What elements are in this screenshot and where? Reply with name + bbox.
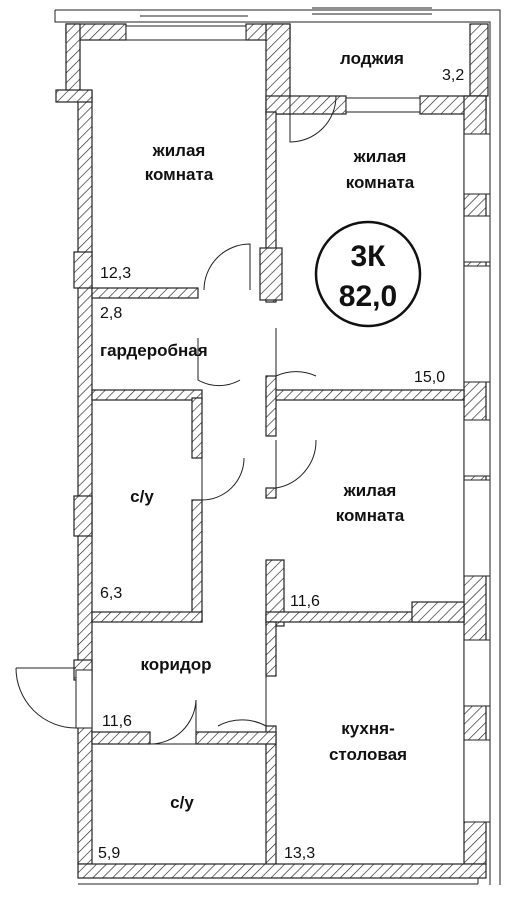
room-area: 2,8	[100, 305, 122, 322]
room-area: 11,6	[290, 593, 320, 610]
room-labels: лоджия 3,2 жилая комната 12,3 жилая комн…	[98, 49, 464, 862]
badge-total-area: 82,0	[339, 280, 397, 313]
room-name: столовая	[329, 745, 407, 764]
room-name: гардеробная	[100, 341, 208, 360]
room-count-badge: 3К 82,0	[314, 220, 422, 328]
door-kitchen	[217, 676, 267, 727]
room-area: 11,6	[102, 713, 132, 730]
room-name: коридор	[140, 655, 211, 674]
room-name: комната	[336, 506, 405, 525]
room-area: 12,3	[100, 265, 131, 282]
room-name: комната	[346, 173, 415, 192]
room-name: жилая	[353, 147, 407, 166]
door-bath2	[149, 699, 197, 745]
room-area: 5,9	[98, 845, 120, 862]
room-area: 15,0	[414, 369, 445, 386]
badge-rooms: 3К	[351, 240, 387, 273]
door-living2	[275, 328, 317, 377]
room-name: лоджия	[340, 49, 404, 68]
walls	[55, 23, 489, 879]
room-name: жилая	[152, 141, 206, 160]
room-name: жилая	[343, 481, 397, 500]
room-area: 3,2	[442, 67, 464, 84]
door-bath1	[201, 457, 245, 501]
room-name: с/у	[130, 487, 154, 506]
doors	[15, 95, 337, 745]
room-name: с/у	[170, 793, 194, 812]
entry-door	[15, 667, 77, 729]
room-name: комната	[145, 165, 214, 184]
door-living1	[203, 243, 251, 291]
windows	[75, 25, 491, 823]
room-area: 6,3	[100, 585, 122, 602]
door-wardrobe	[197, 338, 241, 387]
room-area: 13,3	[284, 845, 315, 862]
door-loggia	[289, 95, 337, 143]
door-living3	[275, 439, 317, 489]
facade-lines	[54, 7, 501, 885]
room-name: кухня-	[341, 719, 394, 738]
